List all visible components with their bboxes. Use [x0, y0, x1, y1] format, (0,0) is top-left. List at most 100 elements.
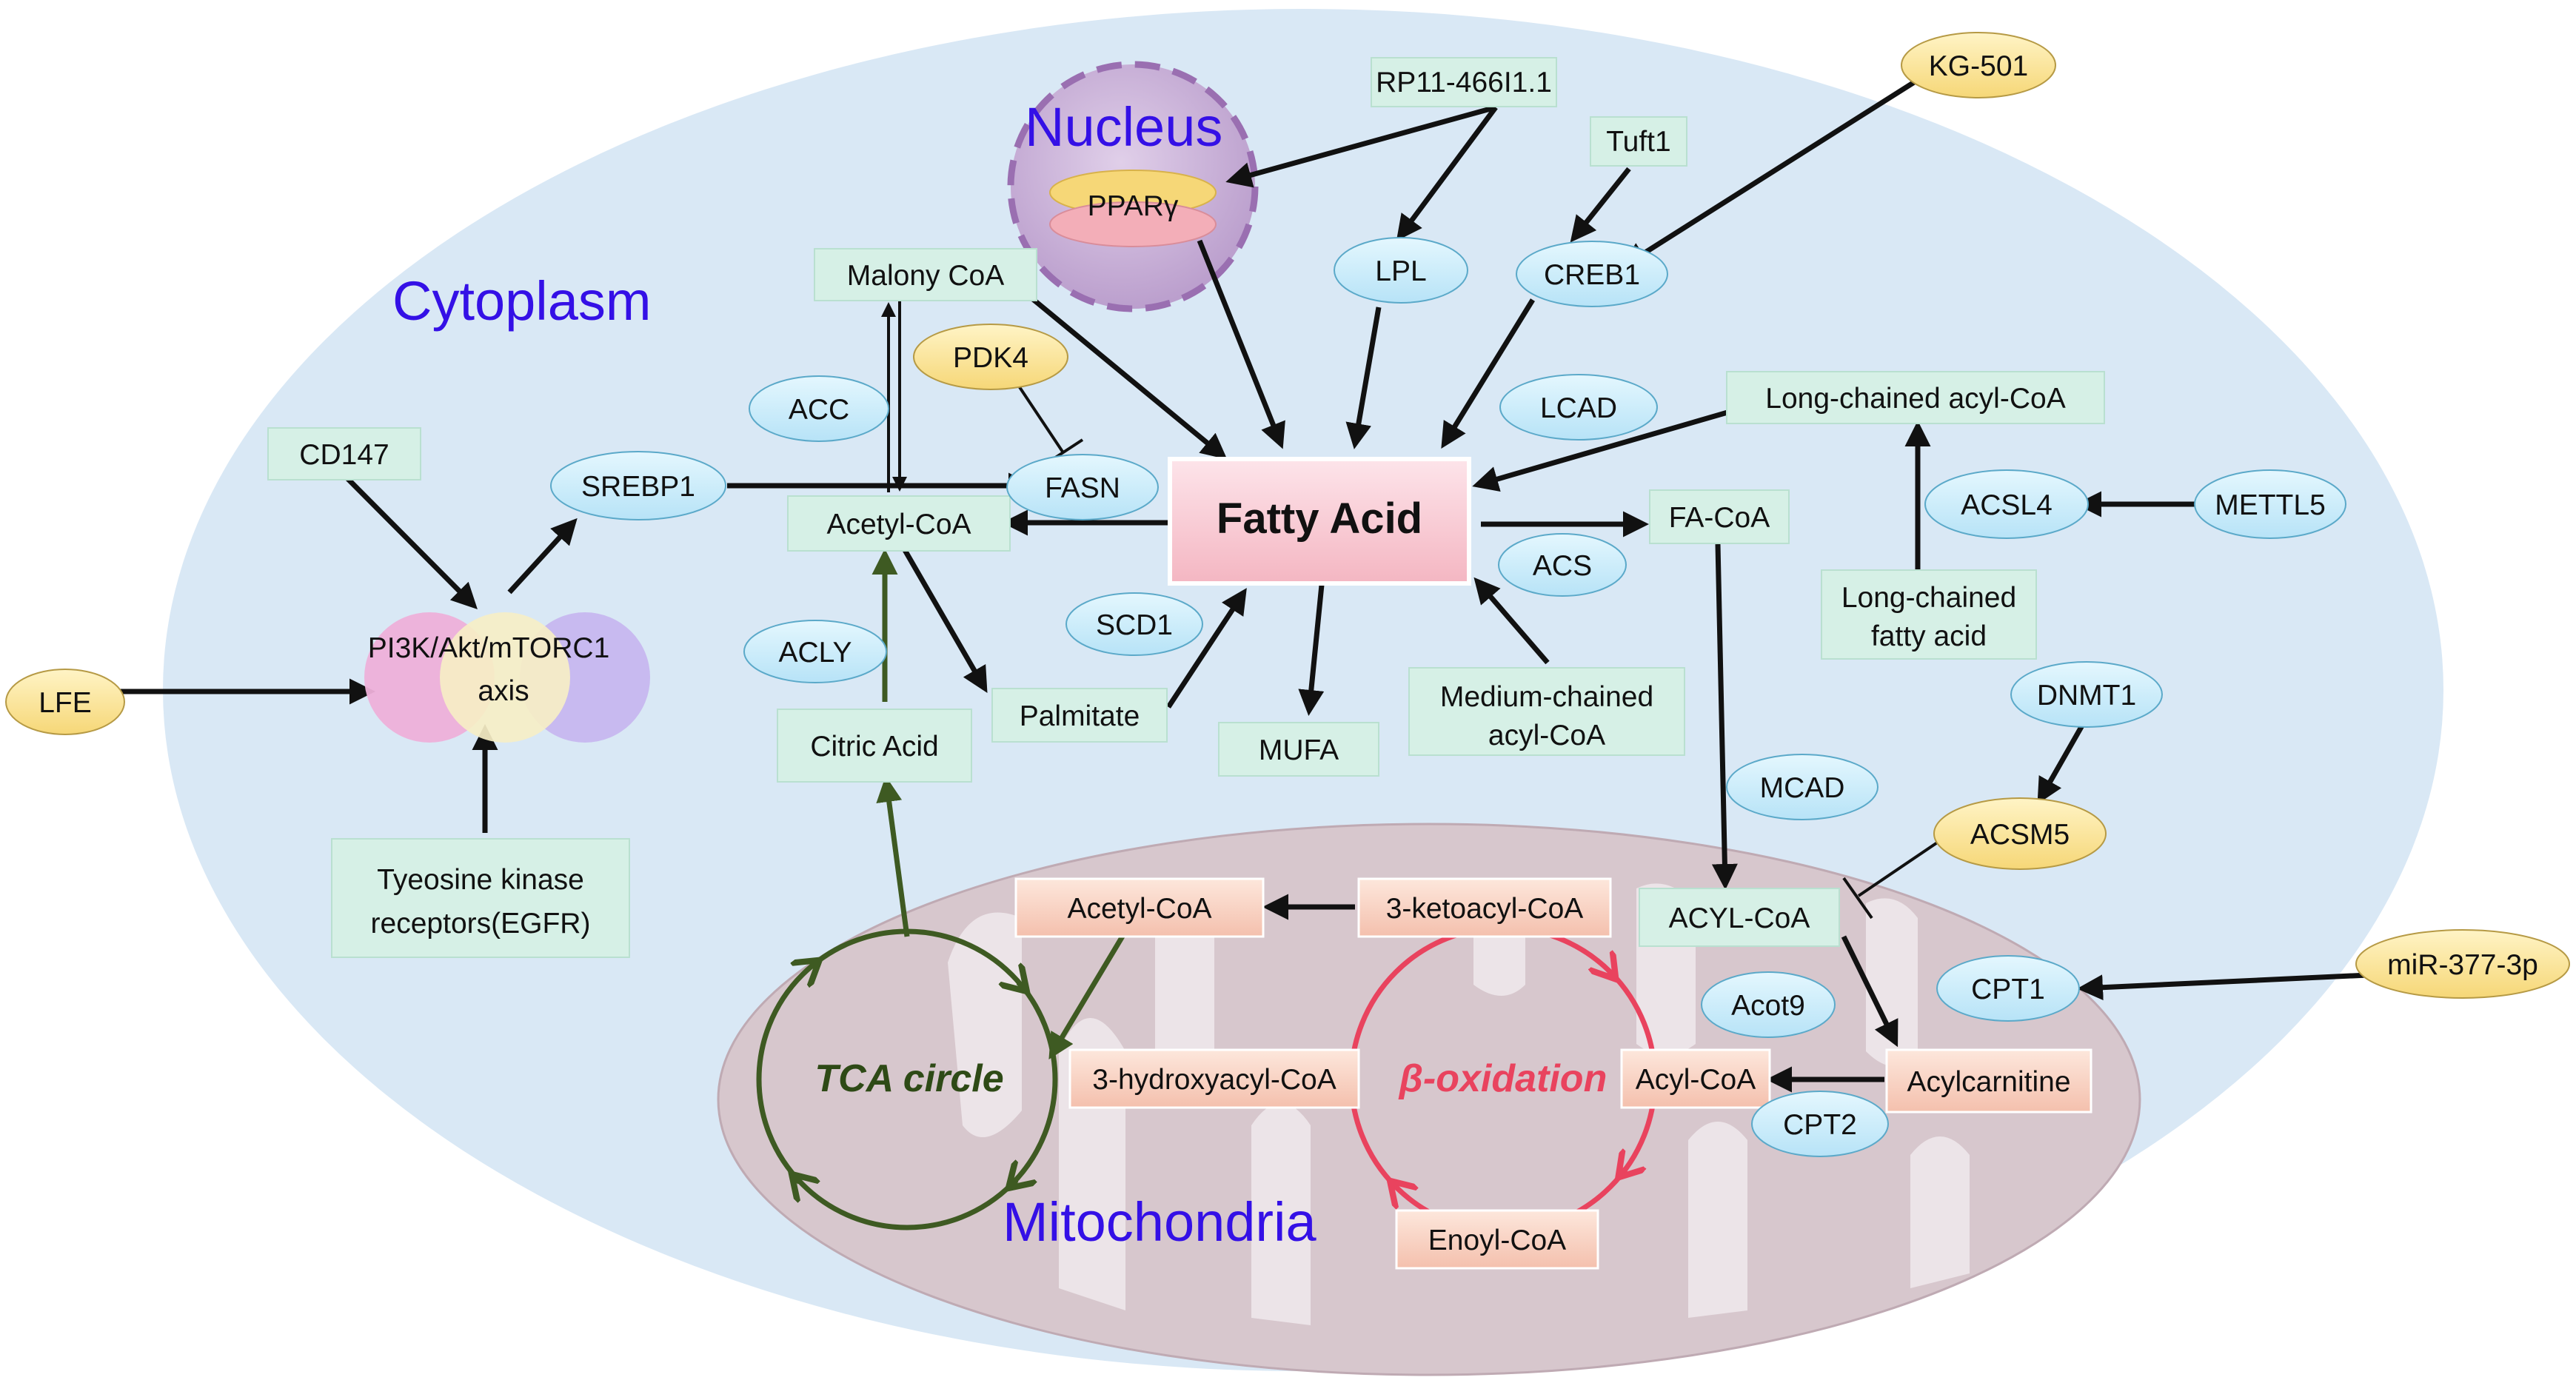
node-palmitate-label: Palmitate — [1020, 700, 1140, 732]
node-acyl-coa-upper-label: ACYL-CoA — [1669, 903, 1810, 934]
node-tyrosine-kinase[interactable]: Tyeosine kinase receptors(EGFR) — [331, 838, 630, 958]
node-malonyl-coa-label: Malony CoA — [847, 260, 1004, 292]
arrows — [117, 78, 2385, 1093]
node-tuft1[interactable]: Tuft1 — [1590, 116, 1687, 167]
enzyme-acot9[interactable]: Acot9 — [1701, 971, 1836, 1038]
enzyme-mettl5-label: METTL5 — [2215, 489, 2326, 521]
enzyme-acsl4-label: ACSL4 — [1961, 489, 2053, 521]
axis-label-line2: axis — [478, 675, 529, 707]
enzyme-acsl4[interactable]: ACSL4 — [1924, 469, 2089, 539]
node-malonyl-coa[interactable]: Malony CoA — [814, 248, 1037, 301]
arrow-mir377-to-cpt1 — [2077, 971, 2385, 1001]
node-tyrosine-kinase-line1: Tyeosine kinase — [377, 864, 584, 896]
green-boxes: RP11-466I1.1 Tuft1 Malony CoA CD147 Acet… — [267, 57, 2105, 958]
enzyme-acly-label: ACLY — [779, 637, 852, 669]
enzyme-acc-label: ACC — [789, 394, 849, 426]
enzyme-mcad-label: MCAD — [1760, 772, 1845, 804]
regulator-ellipses: KG-501 PDK4 LFE ACSM5 miR-377-3p — [5, 32, 2570, 999]
arrow-rp11-to-lpl — [1396, 105, 1498, 241]
enzyme-cpt1[interactable]: CPT1 — [1936, 955, 2080, 1022]
node-rp11-label: RP11-466I1.1 — [1376, 67, 1552, 98]
regulator-acsm5[interactable]: ACSM5 — [1933, 797, 2107, 870]
enzyme-acly[interactable]: ACLY — [743, 620, 887, 683]
enzyme-mettl5[interactable]: METTL5 — [2194, 469, 2346, 539]
cytoplasm-label: Cytoplasm — [392, 270, 652, 332]
arrow-acetylcoa-to-palmitate — [902, 549, 988, 694]
node-citric-acid[interactable]: Citric Acid — [777, 709, 972, 783]
node-rp11[interactable]: RP11-466I1.1 — [1371, 57, 1557, 107]
enzyme-fasn[interactable]: FASN — [1006, 454, 1159, 520]
mitochondria-label: Mitochondria — [1003, 1191, 1317, 1253]
node-acetyl-coa[interactable]: Acetyl-CoA — [787, 495, 1011, 552]
enzyme-fasn-label: FASN — [1045, 472, 1120, 504]
node-tuft1-label: Tuft1 — [1606, 126, 1670, 158]
enzyme-cpt2[interactable]: CPT2 — [1751, 1091, 1889, 1157]
enzyme-lcad[interactable]: LCAD — [1499, 374, 1658, 441]
node-fa-coa-label: FA-CoA — [1669, 502, 1770, 534]
mito-node-acylcarnitine[interactable]: Acylcarnitine — [1885, 1048, 2092, 1114]
node-mufa[interactable]: MUFA — [1218, 722, 1379, 777]
pi3k-akt-mtorc1-axis[interactable]: PI3K/Akt/mTORC1 axis — [364, 612, 650, 743]
enzyme-acot9-label: Acot9 — [1731, 990, 1805, 1022]
node-long-acyl-coa[interactable]: Long-chained acyl-CoA — [1726, 371, 2105, 424]
regulator-kg501-label: KG-501 — [1929, 50, 2028, 82]
node-medium-acyl-coa-line2: acyl-CoA — [1488, 720, 1605, 751]
mito-node-hydroxyacyl-coa-label: 3-hydroxyacyl-CoA — [1092, 1064, 1336, 1096]
node-medium-acyl-coa-line1: Medium-chained — [1440, 681, 1653, 713]
enzyme-lpl-label: LPL — [1375, 255, 1426, 287]
arrow-malonyl-to-fa — [1027, 294, 1228, 460]
node-long-fatty-acid[interactable]: Long-chained fatty acid — [1821, 569, 2037, 660]
enzyme-lpl[interactable]: LPL — [1334, 237, 1468, 304]
mito-node-enoyl-coa[interactable]: Enoyl-CoA — [1395, 1209, 1599, 1270]
node-cd147-label: CD147 — [299, 439, 389, 471]
nucleus — [1007, 61, 1259, 312]
tca-cycle — [756, 928, 1058, 1230]
arrow-axis-to-srebp1 — [507, 518, 578, 595]
regulator-mir377[interactable]: miR-377-3p — [2355, 929, 2570, 999]
enzyme-dnmt1[interactable]: DNMT1 — [2010, 661, 2163, 728]
mito-node-enoyl-coa-label: Enoyl-CoA — [1428, 1225, 1566, 1256]
regulator-pdk4[interactable]: PDK4 — [913, 324, 1068, 390]
enzyme-srebp1[interactable]: SREBP1 — [550, 451, 726, 520]
node-long-fatty-acid-line2: fatty acid — [1871, 620, 1987, 652]
regulator-lfe-label: LFE — [39, 687, 92, 719]
node-fatty-acid-label: Fatty Acid — [1217, 495, 1422, 543]
regulator-pdk4-label: PDK4 — [953, 342, 1028, 374]
regulator-mir377-label: miR-377-3p — [2387, 949, 2538, 981]
tca-label: TCA circle — [814, 1057, 1003, 1100]
node-acyl-coa-upper[interactable]: ACYL-CoA — [1639, 888, 1840, 947]
enzyme-acs-label: ACS — [1533, 550, 1592, 582]
node-medium-acyl-coa[interactable]: Medium-chained acyl-CoA — [1408, 667, 1685, 756]
arrow-tuft1-to-creb1 — [1570, 167, 1631, 243]
node-fa-coa[interactable]: FA-CoA — [1649, 489, 1790, 544]
regulator-lfe[interactable]: LFE — [5, 669, 125, 735]
enzyme-scd1-label: SCD1 — [1096, 609, 1173, 641]
mito-boxes: Acetyl-CoA 3-ketoacyl-CoA 3-hydroxyacyl-… — [1014, 877, 2092, 1270]
enzyme-acc[interactable]: ACC — [749, 375, 889, 442]
mito-node-acyl-coa[interactable]: Acyl-CoA — [1620, 1048, 1771, 1109]
enzyme-srebp1-label: SREBP1 — [581, 471, 695, 503]
enzyme-creb1[interactable]: CREB1 — [1516, 241, 1668, 307]
enzyme-ellipses: LPL CREB1 ACC FASN SREBP1 LCAD ACSL4 ME — [550, 237, 2346, 1157]
nucleus-label: Nucleus — [1025, 96, 1222, 158]
mito-node-hydroxyacyl-coa[interactable]: 3-hydroxyacyl-CoA — [1068, 1048, 1360, 1109]
mito-node-acetyl-coa[interactable]: Acetyl-CoA — [1014, 877, 1265, 938]
regulator-kg501[interactable]: KG-501 — [1901, 32, 2056, 98]
ppar-gamma-bar-pink — [1049, 201, 1217, 247]
arrow-rp11-to-ppar — [1225, 104, 1496, 188]
arrow-palmitate-to-fa — [1166, 588, 1247, 709]
mito-node-acylcarnitine-label: Acylcarnitine — [1907, 1066, 2070, 1098]
node-cd147[interactable]: CD147 — [267, 427, 421, 480]
node-fatty-acid[interactable]: Fatty Acid — [1168, 457, 1471, 586]
node-long-fatty-acid-line1: Long-chained — [1841, 582, 2016, 614]
regulator-acsm5-label: ACSM5 — [1970, 819, 2070, 851]
enzyme-acs[interactable]: ACS — [1498, 533, 1627, 597]
node-palmitate[interactable]: Palmitate — [991, 688, 1168, 743]
enzyme-mcad[interactable]: MCAD — [1726, 754, 1879, 820]
enzyme-scd1[interactable]: SCD1 — [1065, 592, 1203, 656]
arrow-tca-to-citric — [876, 776, 910, 937]
enzyme-creb1-label: CREB1 — [1544, 259, 1640, 291]
mito-node-ketoacyl-coa[interactable]: 3-ketoacyl-CoA — [1357, 877, 1612, 938]
node-citric-acid-label: Citric Acid — [810, 731, 938, 763]
